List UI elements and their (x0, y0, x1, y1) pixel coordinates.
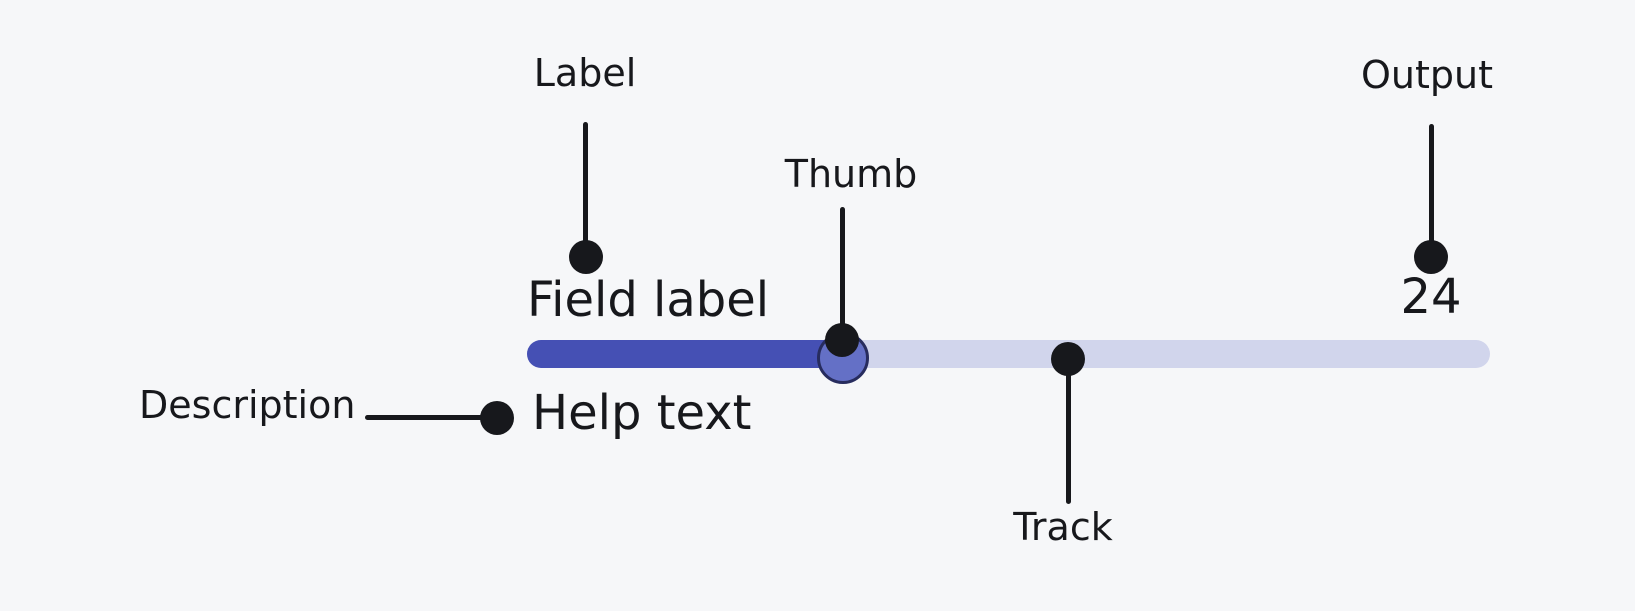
callout-track-dot (1051, 342, 1085, 376)
callout-track-line (1066, 372, 1071, 504)
callout-description-line (365, 415, 490, 420)
callout-description-text: Description (139, 383, 356, 427)
slider-help-text: Help text (532, 385, 752, 441)
callout-description-dot (480, 401, 514, 435)
callout-thumb-dot (825, 323, 859, 357)
slider-track-fill (527, 340, 847, 368)
callout-thumb-line (840, 207, 845, 335)
callout-output-text: Output (1361, 53, 1493, 97)
slider-output-value: 24 (1400, 269, 1462, 325)
callout-label-dot (569, 240, 603, 274)
callout-label-line (583, 122, 588, 244)
slider-track[interactable] (527, 340, 1490, 368)
callout-label-text: Label (533, 51, 637, 95)
callout-thumb-text: Thumb (784, 152, 918, 196)
callout-track-text: Track (1013, 505, 1113, 549)
slider-field-label: Field label (527, 272, 770, 328)
callout-output-dot (1414, 240, 1448, 274)
callout-output-line (1429, 124, 1434, 244)
